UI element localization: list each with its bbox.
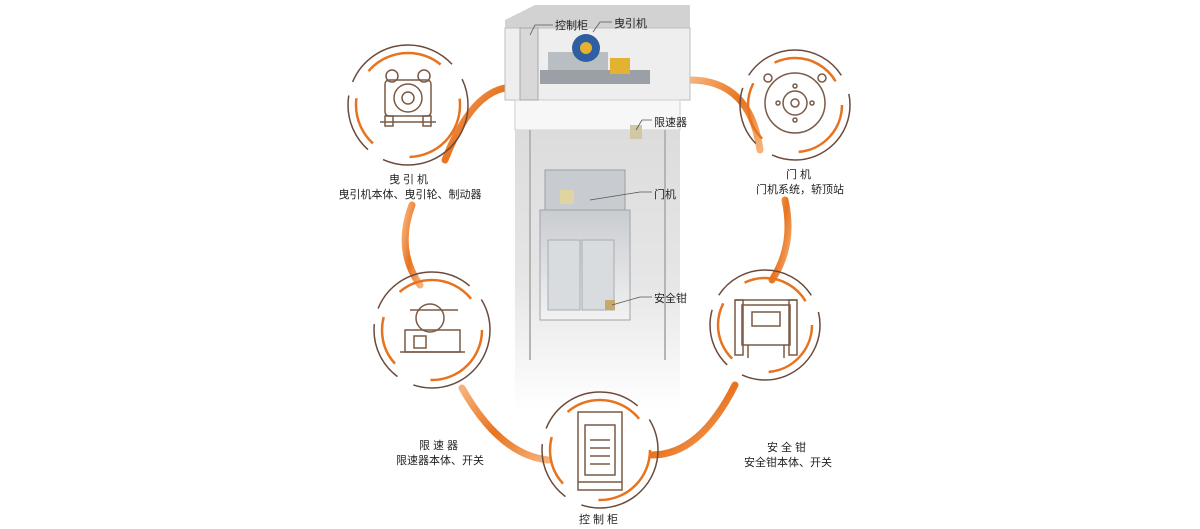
ring-door [739,49,851,161]
safety-gear-shape [605,300,615,310]
ring-control [541,391,659,509]
arc-door-to-safety [768,196,792,284]
ring-safety [709,269,821,381]
ring-traction [347,44,469,166]
label-governor: 限速器 限速器本体、开关 [360,438,520,468]
governor-shape [630,125,642,139]
safety-desc: 安全钳本体、开关 [744,456,832,469]
arc-safety-to-control [648,381,739,459]
callout-traction-machine: 曳引机 [614,17,647,30]
callout-control-cabinet: 控制柜 [555,19,588,32]
door-machine-icon [763,72,827,134]
control-title: 控制柜 [579,513,621,526]
traction-title: 曳引机 [389,173,431,186]
connector-arcs [401,76,792,464]
callout-safety-gear: 安全钳 [654,292,687,305]
ring-governor [373,271,491,389]
door-desc: 门机系统，轿顶站 [756,183,844,196]
label-traction: 曳引机 曳引机本体、曳引轮、制动器 [330,172,490,202]
control-cabinet-icon [577,411,623,491]
traction-machine-icon [380,69,436,127]
traction-desc: 曳引机本体、曳引轮、制动器 [338,188,482,201]
governor-title: 限速器 [419,439,461,452]
arc-shaft-to-door [686,76,764,154]
control-cabinet-shape [519,27,539,101]
arc-traction-to-governor [401,201,424,289]
arc-traction-to-shaft [441,84,509,164]
label-safety: 安全钳 安全钳本体、开关 [708,440,868,470]
safety-gear-icon [734,299,798,358]
door-title: 门机 [786,168,814,181]
arc-governor-to-control [458,384,552,464]
speed-governor-icon [400,303,465,353]
label-door: 门机 门机系统，轿顶站 [720,167,880,197]
callout-lines [529,21,652,306]
safety-title: 安全钳 [767,441,809,454]
callout-door-operator: 门机 [654,188,676,201]
label-control: 控制柜 [520,512,680,527]
governor-desc: 限速器本体、开关 [396,454,484,467]
elevator-shaft [504,5,691,410]
callout-speed-governor: 限速器 [654,116,687,129]
